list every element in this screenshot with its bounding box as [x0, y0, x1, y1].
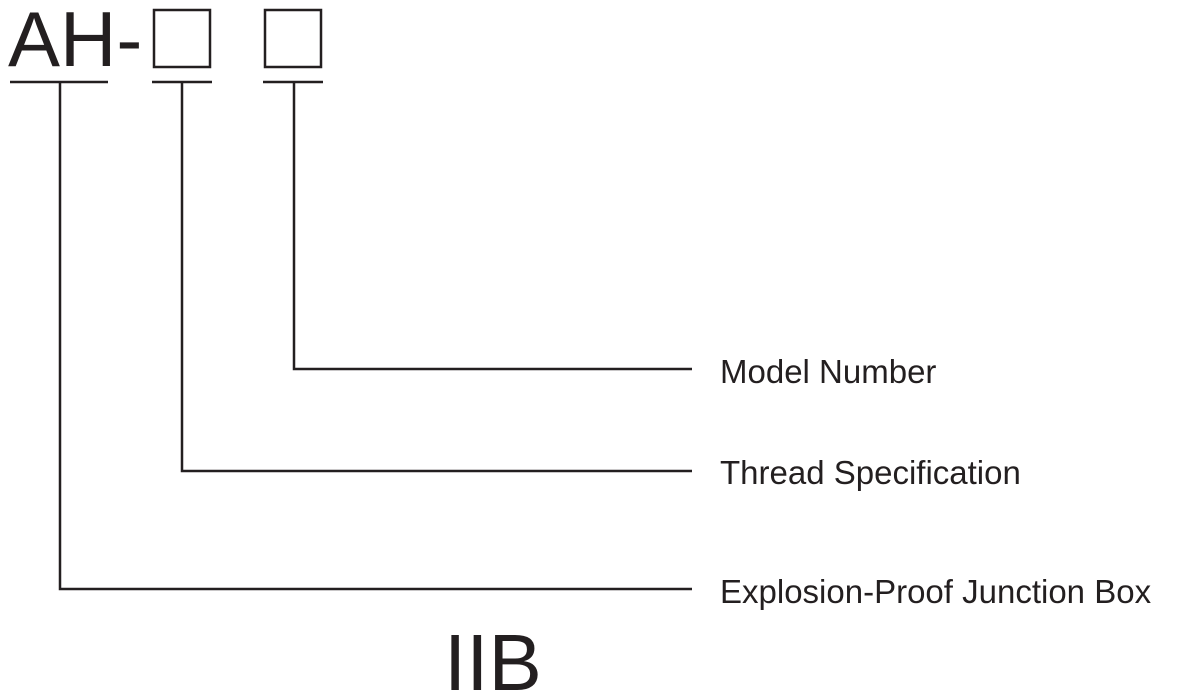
gas-group-label: IIB	[444, 618, 542, 696]
model-code: AH-	[8, 0, 323, 83]
thread-spec-label: Thread Specification	[720, 454, 1021, 491]
model-number-leader-line	[292, 82, 692, 371]
model-number-label: Model Number	[720, 353, 936, 390]
leader-labels: Model Number Thread Specification Explos…	[720, 353, 1152, 610]
model-number-slot-box	[263, 8, 323, 69]
junction-box-label: Explosion-Proof Junction Box	[720, 573, 1152, 610]
thread-spec-leader-line	[180, 82, 692, 473]
model-prefix: AH-	[8, 0, 142, 83]
thread-spec-slot-box	[152, 8, 212, 69]
junction-box-leader-line	[58, 82, 692, 591]
leader-lines	[58, 82, 692, 591]
